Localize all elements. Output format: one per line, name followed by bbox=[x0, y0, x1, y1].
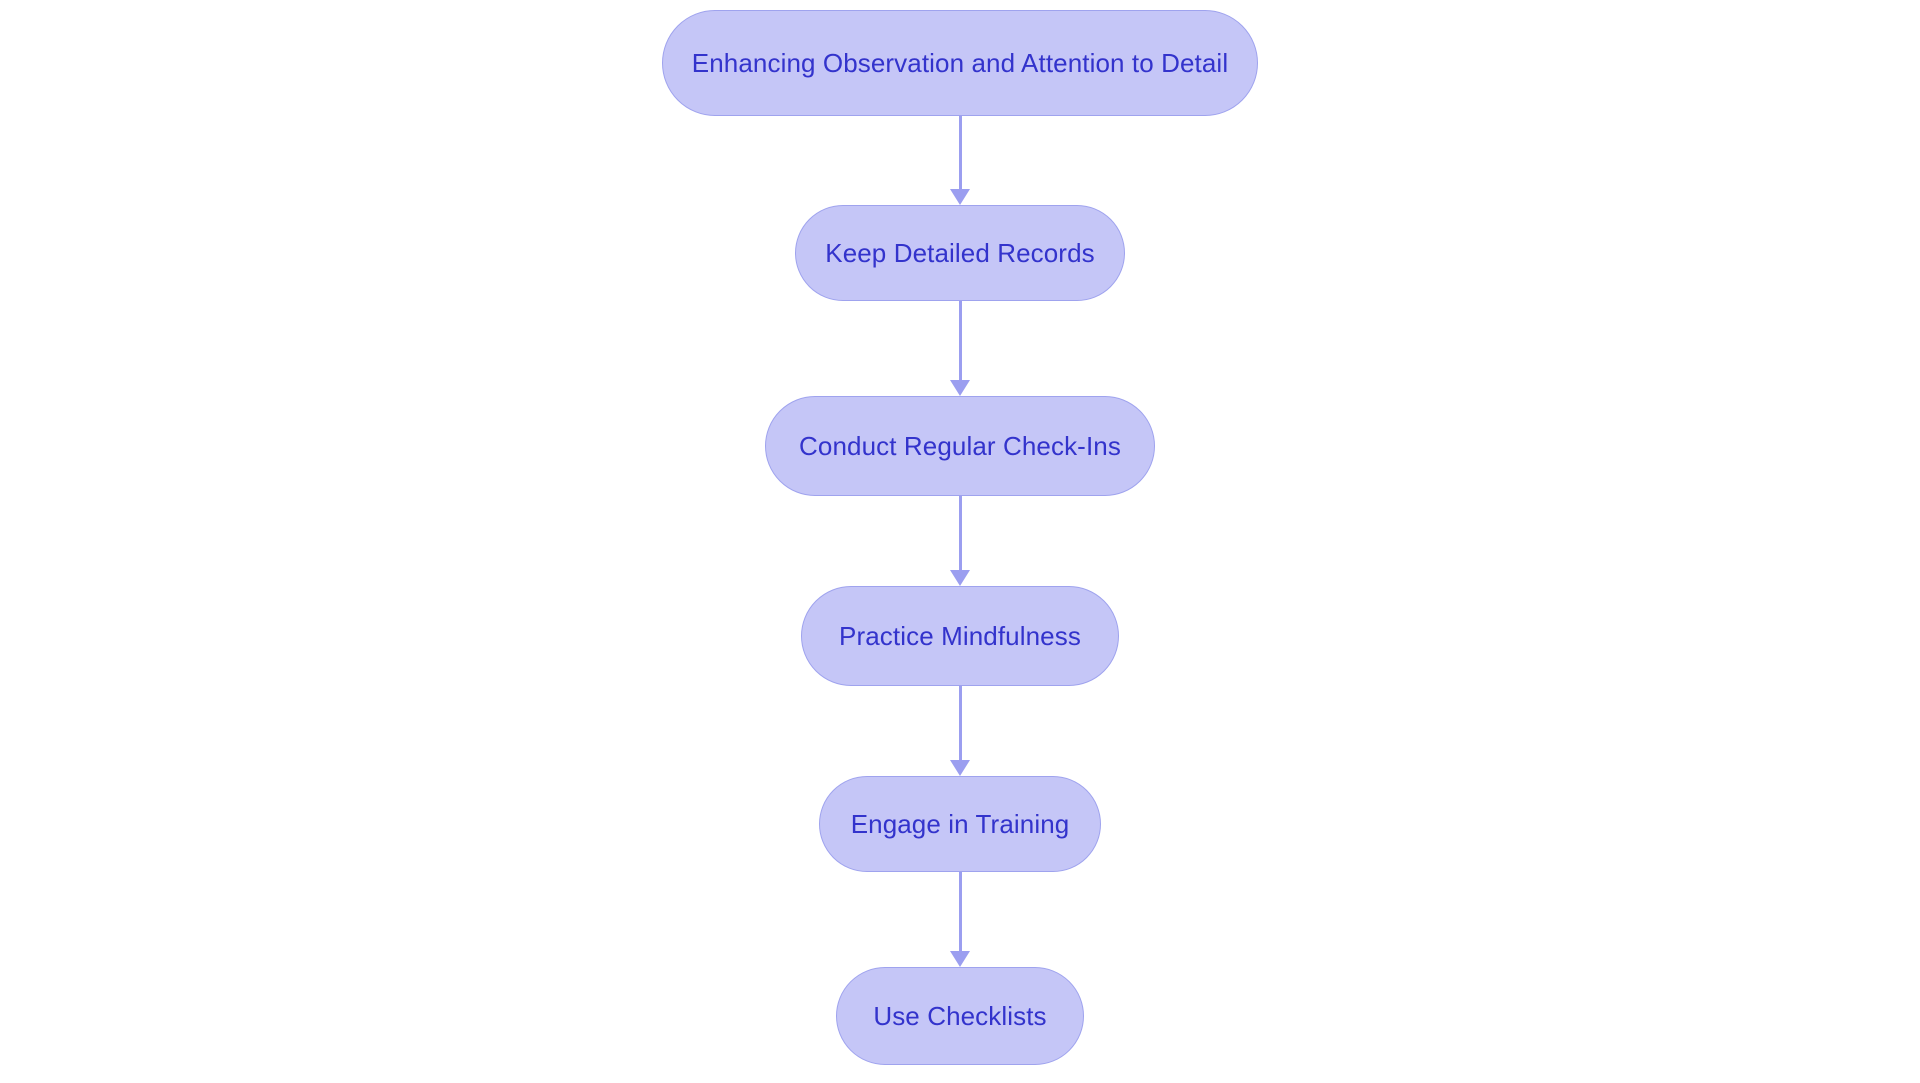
flow-arrow-node4-to-node5 bbox=[950, 872, 970, 967]
arrow-line bbox=[958, 686, 962, 761]
flow-arrow-node0-to-node1 bbox=[950, 116, 970, 205]
flow-node-label: Use Checklists bbox=[873, 1001, 1047, 1031]
flow-node-conduct-regular-check-ins[interactable]: Conduct Regular Check-Ins bbox=[765, 396, 1155, 496]
arrow-line bbox=[958, 116, 962, 190]
flow-node-enhancing-observation-and-attention-to-detail[interactable]: Enhancing Observation and Attention to D… bbox=[662, 10, 1258, 116]
flow-node-label: Conduct Regular Check-Ins bbox=[799, 431, 1121, 461]
flow-arrow-node3-to-node4 bbox=[950, 686, 970, 776]
flow-arrow-node2-to-node3 bbox=[950, 496, 970, 586]
flow-node-label: Keep Detailed Records bbox=[825, 238, 1095, 268]
flow-node-label: Engage in Training bbox=[850, 809, 1070, 839]
arrow-head-down-icon bbox=[950, 380, 970, 396]
arrow-line bbox=[958, 872, 962, 952]
flow-node-practice-mindfulness[interactable]: Practice Mindfulness bbox=[801, 586, 1119, 686]
flow-node-engage-in-training[interactable]: Engage in Training bbox=[819, 776, 1101, 872]
arrow-head-down-icon bbox=[950, 189, 970, 205]
arrow-head-down-icon bbox=[950, 760, 970, 776]
flow-node-use-checklists[interactable]: Use Checklists bbox=[836, 967, 1084, 1065]
arrow-line bbox=[958, 496, 962, 571]
flow-node-label: Practice Mindfulness bbox=[839, 621, 1081, 651]
flow-node-keep-detailed-records[interactable]: Keep Detailed Records bbox=[795, 205, 1125, 301]
arrow-head-down-icon bbox=[950, 570, 970, 586]
flow-arrow-node1-to-node2 bbox=[950, 301, 970, 396]
arrow-head-down-icon bbox=[950, 951, 970, 967]
arrow-line bbox=[958, 301, 962, 381]
flow-node-label: Enhancing Observation and Attention to D… bbox=[691, 48, 1229, 78]
